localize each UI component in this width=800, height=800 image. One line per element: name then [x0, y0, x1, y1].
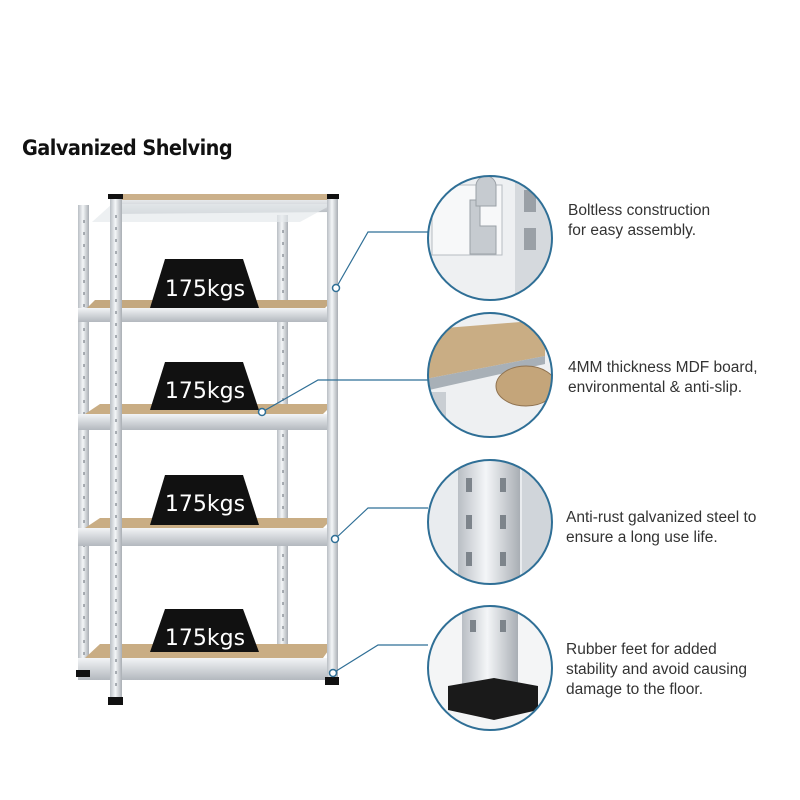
feature-line: environmental & anti-slip. — [568, 379, 743, 396]
callout-line-2 — [261, 379, 428, 413]
feature-text-4: Rubber feet for added stability and avoi… — [566, 640, 791, 700]
feature-text-3: Anti-rust galvanized steel to ensure a l… — [566, 508, 791, 548]
load-label-text: 175kgs — [165, 492, 245, 517]
back-post-left — [78, 205, 89, 675]
hook-slot-icon — [428, 176, 552, 300]
feature-line: for easy assembly. — [568, 222, 697, 239]
feature-line: Rubber feet for added — [566, 641, 717, 658]
feature-line: Boltless construction — [568, 202, 711, 219]
front-post-left — [110, 196, 122, 702]
callout-line-3 — [334, 507, 428, 540]
load-label-shelf-1: 175kgs — [150, 259, 259, 308]
rubber-foot-front-left — [108, 697, 123, 705]
feature-line: stability and avoid causing — [566, 661, 747, 678]
load-label-shelf-4: 175kgs — [150, 609, 259, 652]
shelf-1 — [92, 194, 333, 222]
callout-line-1 — [335, 231, 428, 289]
load-label-text: 175kgs — [165, 626, 245, 651]
front-post-right — [327, 196, 338, 680]
feature-text-1: Boltless construction for easy assembly. — [568, 201, 793, 241]
feature-line: Anti-rust galvanized steel to — [566, 509, 757, 526]
page-title: Galvanized Shelving — [22, 136, 233, 160]
feature-line: 4MM thickness MDF board, — [568, 359, 758, 376]
rubber-foot-icon — [428, 606, 552, 730]
load-label-text: 175kgs — [165, 277, 245, 302]
feature-text-2: 4MM thickness MDF board, environmental &… — [568, 358, 793, 398]
callout-line-4 — [332, 644, 428, 674]
load-label-text: 175kgs — [165, 379, 245, 404]
rubber-foot-front-right — [325, 677, 339, 685]
load-label-shelf-2: 175kgs — [150, 362, 259, 410]
shelf-5 — [78, 644, 334, 680]
feature-line: damage to the floor. — [566, 681, 704, 698]
feature-line: ensure a long use life. — [566, 529, 718, 546]
back-post-right — [277, 215, 288, 675]
load-label-shelf-3: 175kgs — [150, 475, 259, 525]
mdf-board-icon — [428, 313, 552, 437]
steel-upright-icon — [428, 460, 552, 584]
